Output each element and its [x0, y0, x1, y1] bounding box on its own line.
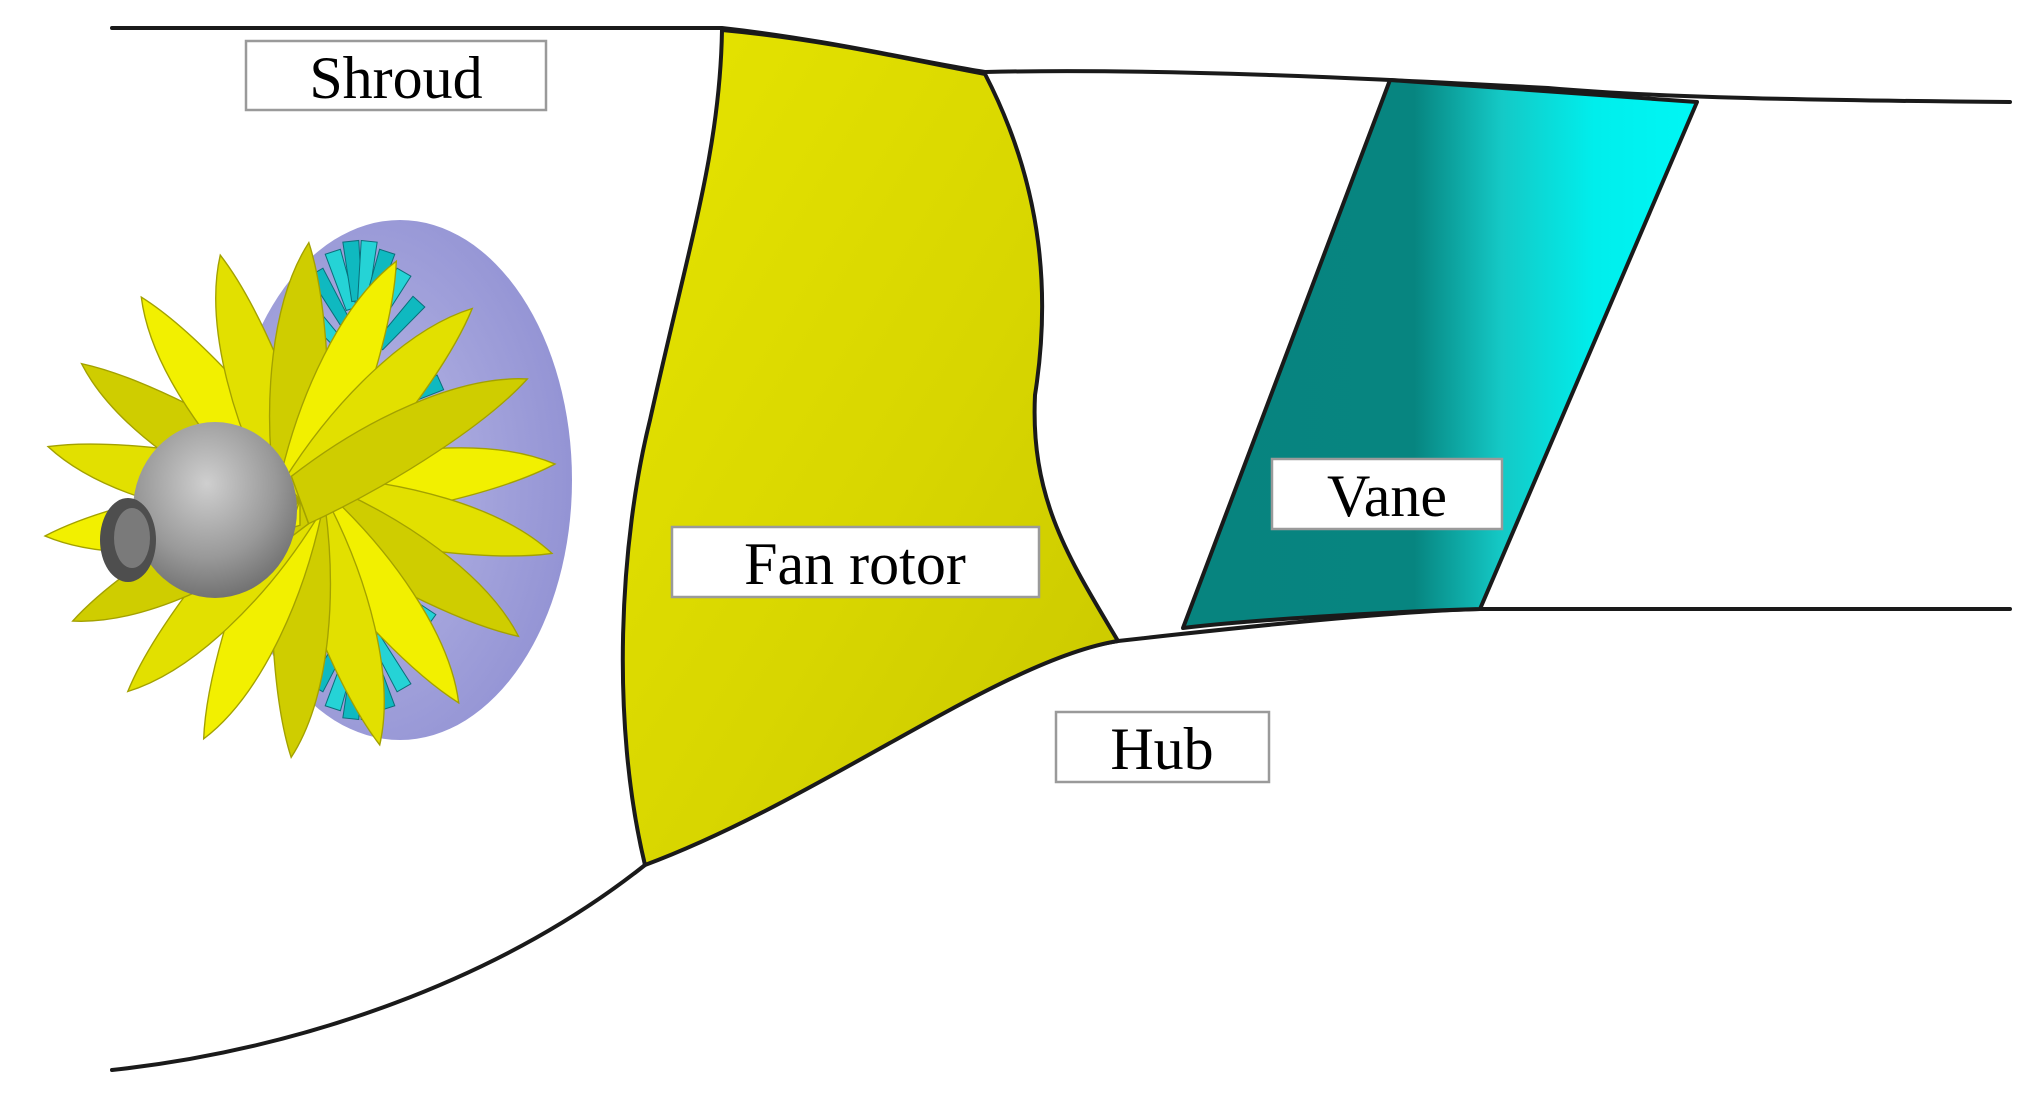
- fan-rotor-label-text: Fan rotor: [744, 531, 966, 597]
- fan-rotor-label: Fan rotor: [670, 525, 1041, 599]
- shroud-label: Shroud: [244, 39, 548, 112]
- hub-label-text: Hub: [1110, 716, 1213, 782]
- hub-label: Hub: [1054, 710, 1271, 784]
- fan-blade: [290, 378, 529, 525]
- shroud-label-text: Shroud: [309, 45, 482, 111]
- spinner-nose-inner: [114, 508, 150, 568]
- spinner-cone: [133, 422, 297, 598]
- vane-label: Vane: [1270, 457, 1504, 531]
- stator-vane: [1181, 78, 1699, 630]
- fan-assembly-illustration: [43, 220, 572, 759]
- cyan-stator-blade: [374, 295, 426, 351]
- fan-rotor-blade: [620, 28, 1120, 867]
- vane-label-text: Vane: [1327, 463, 1447, 529]
